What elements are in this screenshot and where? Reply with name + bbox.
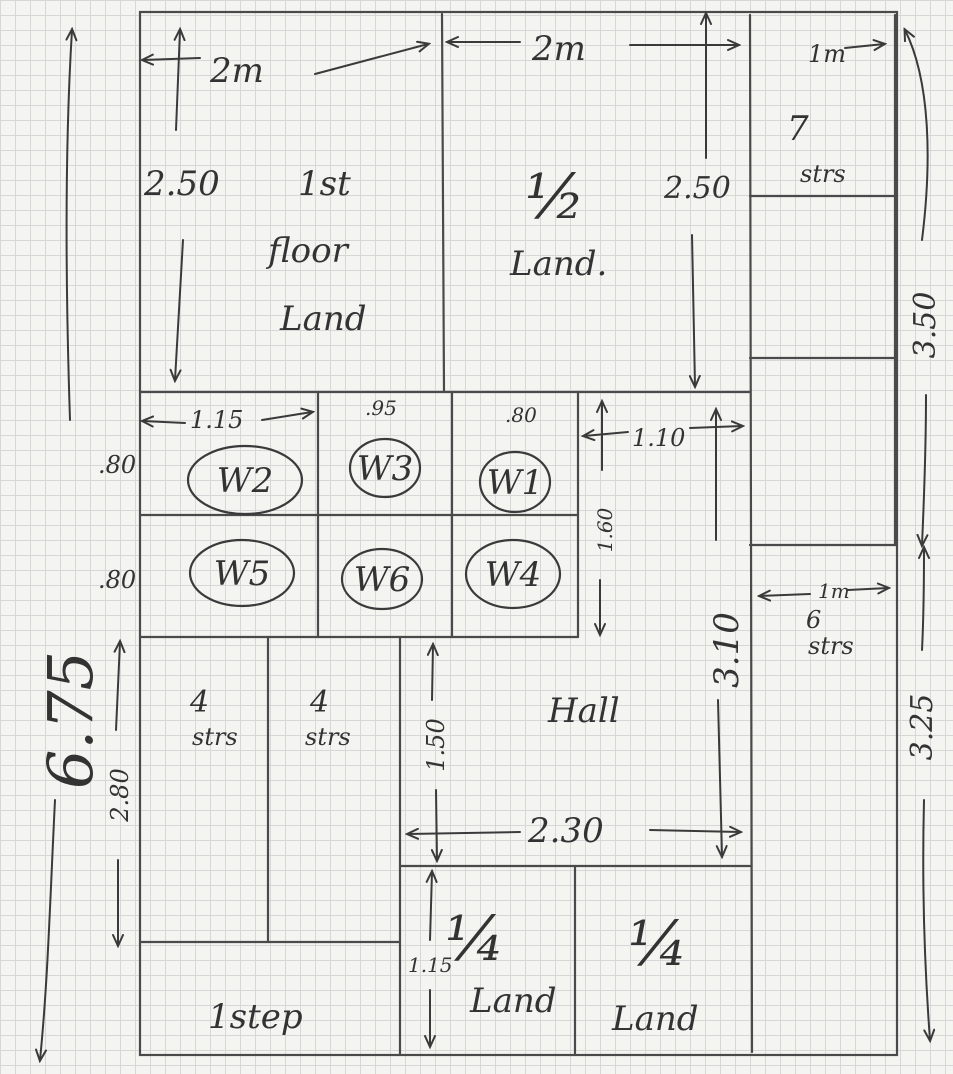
- stairs-7-number: 7: [787, 109, 809, 149]
- stairs-4b-word: strs: [305, 723, 351, 751]
- quarter-land-height-label: 1.15: [408, 953, 453, 977]
- quarter-land-1-fraction: ¼: [445, 902, 505, 975]
- right-upper-arrow-up: [905, 30, 929, 241]
- hall-height-arrow-down: [718, 699, 722, 856]
- wall-top-split: [440, 12, 446, 394]
- hall-width-label: 2.30: [527, 811, 604, 851]
- first-floor-land-label-line3: Land: [279, 299, 367, 339]
- w-row-width-1-label: 1.15: [190, 406, 243, 434]
- hall-height-label: 3.10: [707, 612, 747, 688]
- overall-height-arrow-down: [40, 799, 56, 1060]
- quarter-land-2-word: Land: [611, 999, 699, 1039]
- top-width-3-arrow: [844, 44, 884, 48]
- overall-height-arrow-up: [67, 30, 73, 421]
- w1-circle: [478, 450, 552, 514]
- w-row-width-3-label: .80: [505, 403, 537, 427]
- w3-circle: [348, 437, 422, 499]
- stairs-4a-word: strs: [192, 723, 238, 751]
- top-width-3-label: 1m: [808, 40, 846, 68]
- w2-circle: [186, 444, 304, 516]
- height-left-top-arrow-up: [176, 30, 180, 131]
- wall-right-column: [748, 13, 754, 1054]
- w6-circle: [340, 547, 424, 611]
- row-height-2-label: .80: [98, 566, 136, 594]
- height-left-top-label: 2.50: [143, 164, 220, 204]
- first-floor-land-label-line1: 1st: [298, 164, 351, 204]
- height-mid-top-arrow-down: [692, 234, 695, 386]
- stairs-4b-number: 4: [309, 685, 329, 720]
- right-lower-arrow-up: [922, 548, 924, 651]
- top-width-1-arrow-right: [314, 44, 428, 75]
- quarter-land-1-word: Land: [469, 981, 557, 1021]
- right-lower-arrow-down: [922, 799, 930, 1040]
- hall-top-width-arrow-left: [584, 432, 629, 436]
- right-upper-arrow-down: [922, 394, 926, 545]
- left-bottom-height-arrow-up: [116, 642, 120, 731]
- hall-left-height-arrow-up: [432, 645, 433, 701]
- top-width-2-label: 2m: [531, 29, 586, 69]
- stairs-6-number: 6: [806, 606, 821, 634]
- hall-left-height-label: 1.50: [422, 718, 450, 771]
- w-row-width-1-arrow-right: [261, 412, 312, 421]
- hall-side-height-label: 1.60: [593, 507, 617, 552]
- dimension-arrows: [40, 14, 930, 1060]
- right-upper-label: 3.50: [908, 292, 943, 359]
- hall-label: Hall: [547, 691, 620, 731]
- w-row-width-2-label: .95: [365, 396, 397, 420]
- w4-label: W4: [485, 555, 542, 595]
- w4-circle: [464, 538, 562, 610]
- first-floor-land-label-line2: floor: [265, 231, 350, 271]
- stairs-6-word: strs: [808, 632, 854, 660]
- half-land-word: Land.: [509, 244, 607, 284]
- w1-label: W1: [487, 463, 544, 503]
- overall-height-label: 6.75: [34, 651, 107, 789]
- one-step-label: 1step: [208, 997, 303, 1037]
- w-row-width-1-arrow-left: [143, 421, 186, 423]
- height-left-top-arrow-down: [175, 239, 184, 380]
- stairs-7-word: strs: [800, 160, 846, 188]
- half-land-fraction: ½: [525, 160, 585, 233]
- w2-label: W2: [217, 461, 274, 501]
- quarter-land-height-arrow-up: [430, 872, 432, 941]
- hall-width-arrow-right: [649, 830, 740, 832]
- hall-width-arrow-left: [408, 832, 521, 834]
- outer-wall: [138, 10, 899, 1057]
- walls: [138, 10, 899, 1057]
- top-width-1-label: 2m: [209, 51, 264, 91]
- hall-top-width-label: 1.10: [632, 424, 685, 452]
- dimension-labels: 6.75 2m 2m 1m 2.50 2.50 3.50 3.25 1.15 .…: [34, 29, 943, 977]
- w5-label: W5: [214, 554, 271, 594]
- height-mid-top-label: 2.50: [663, 171, 731, 206]
- top-width-1-arrow-left: [143, 58, 201, 60]
- w3-label: W3: [357, 449, 414, 489]
- row-height-1-label: .80: [98, 451, 136, 479]
- right-lower-label: 3.25: [905, 694, 940, 761]
- w6-label: W6: [354, 560, 411, 600]
- right-small-width-label: 1m: [818, 579, 850, 603]
- quarter-land-2-fraction: ¼: [628, 907, 688, 980]
- right-small-width-arrow-left: [760, 594, 811, 596]
- hall-left-height-arrow-down: [436, 789, 437, 860]
- room-labels: 1st floor Land ½ Land. 7 strs W2 W3 W1 W…: [189, 109, 854, 1039]
- left-bottom-height-label: 2.80: [106, 768, 134, 822]
- w-circles: [186, 437, 562, 611]
- right-small-width-arrow-right: [847, 588, 888, 590]
- w5-circle: [188, 538, 296, 608]
- stairs-4a-number: 4: [189, 685, 209, 720]
